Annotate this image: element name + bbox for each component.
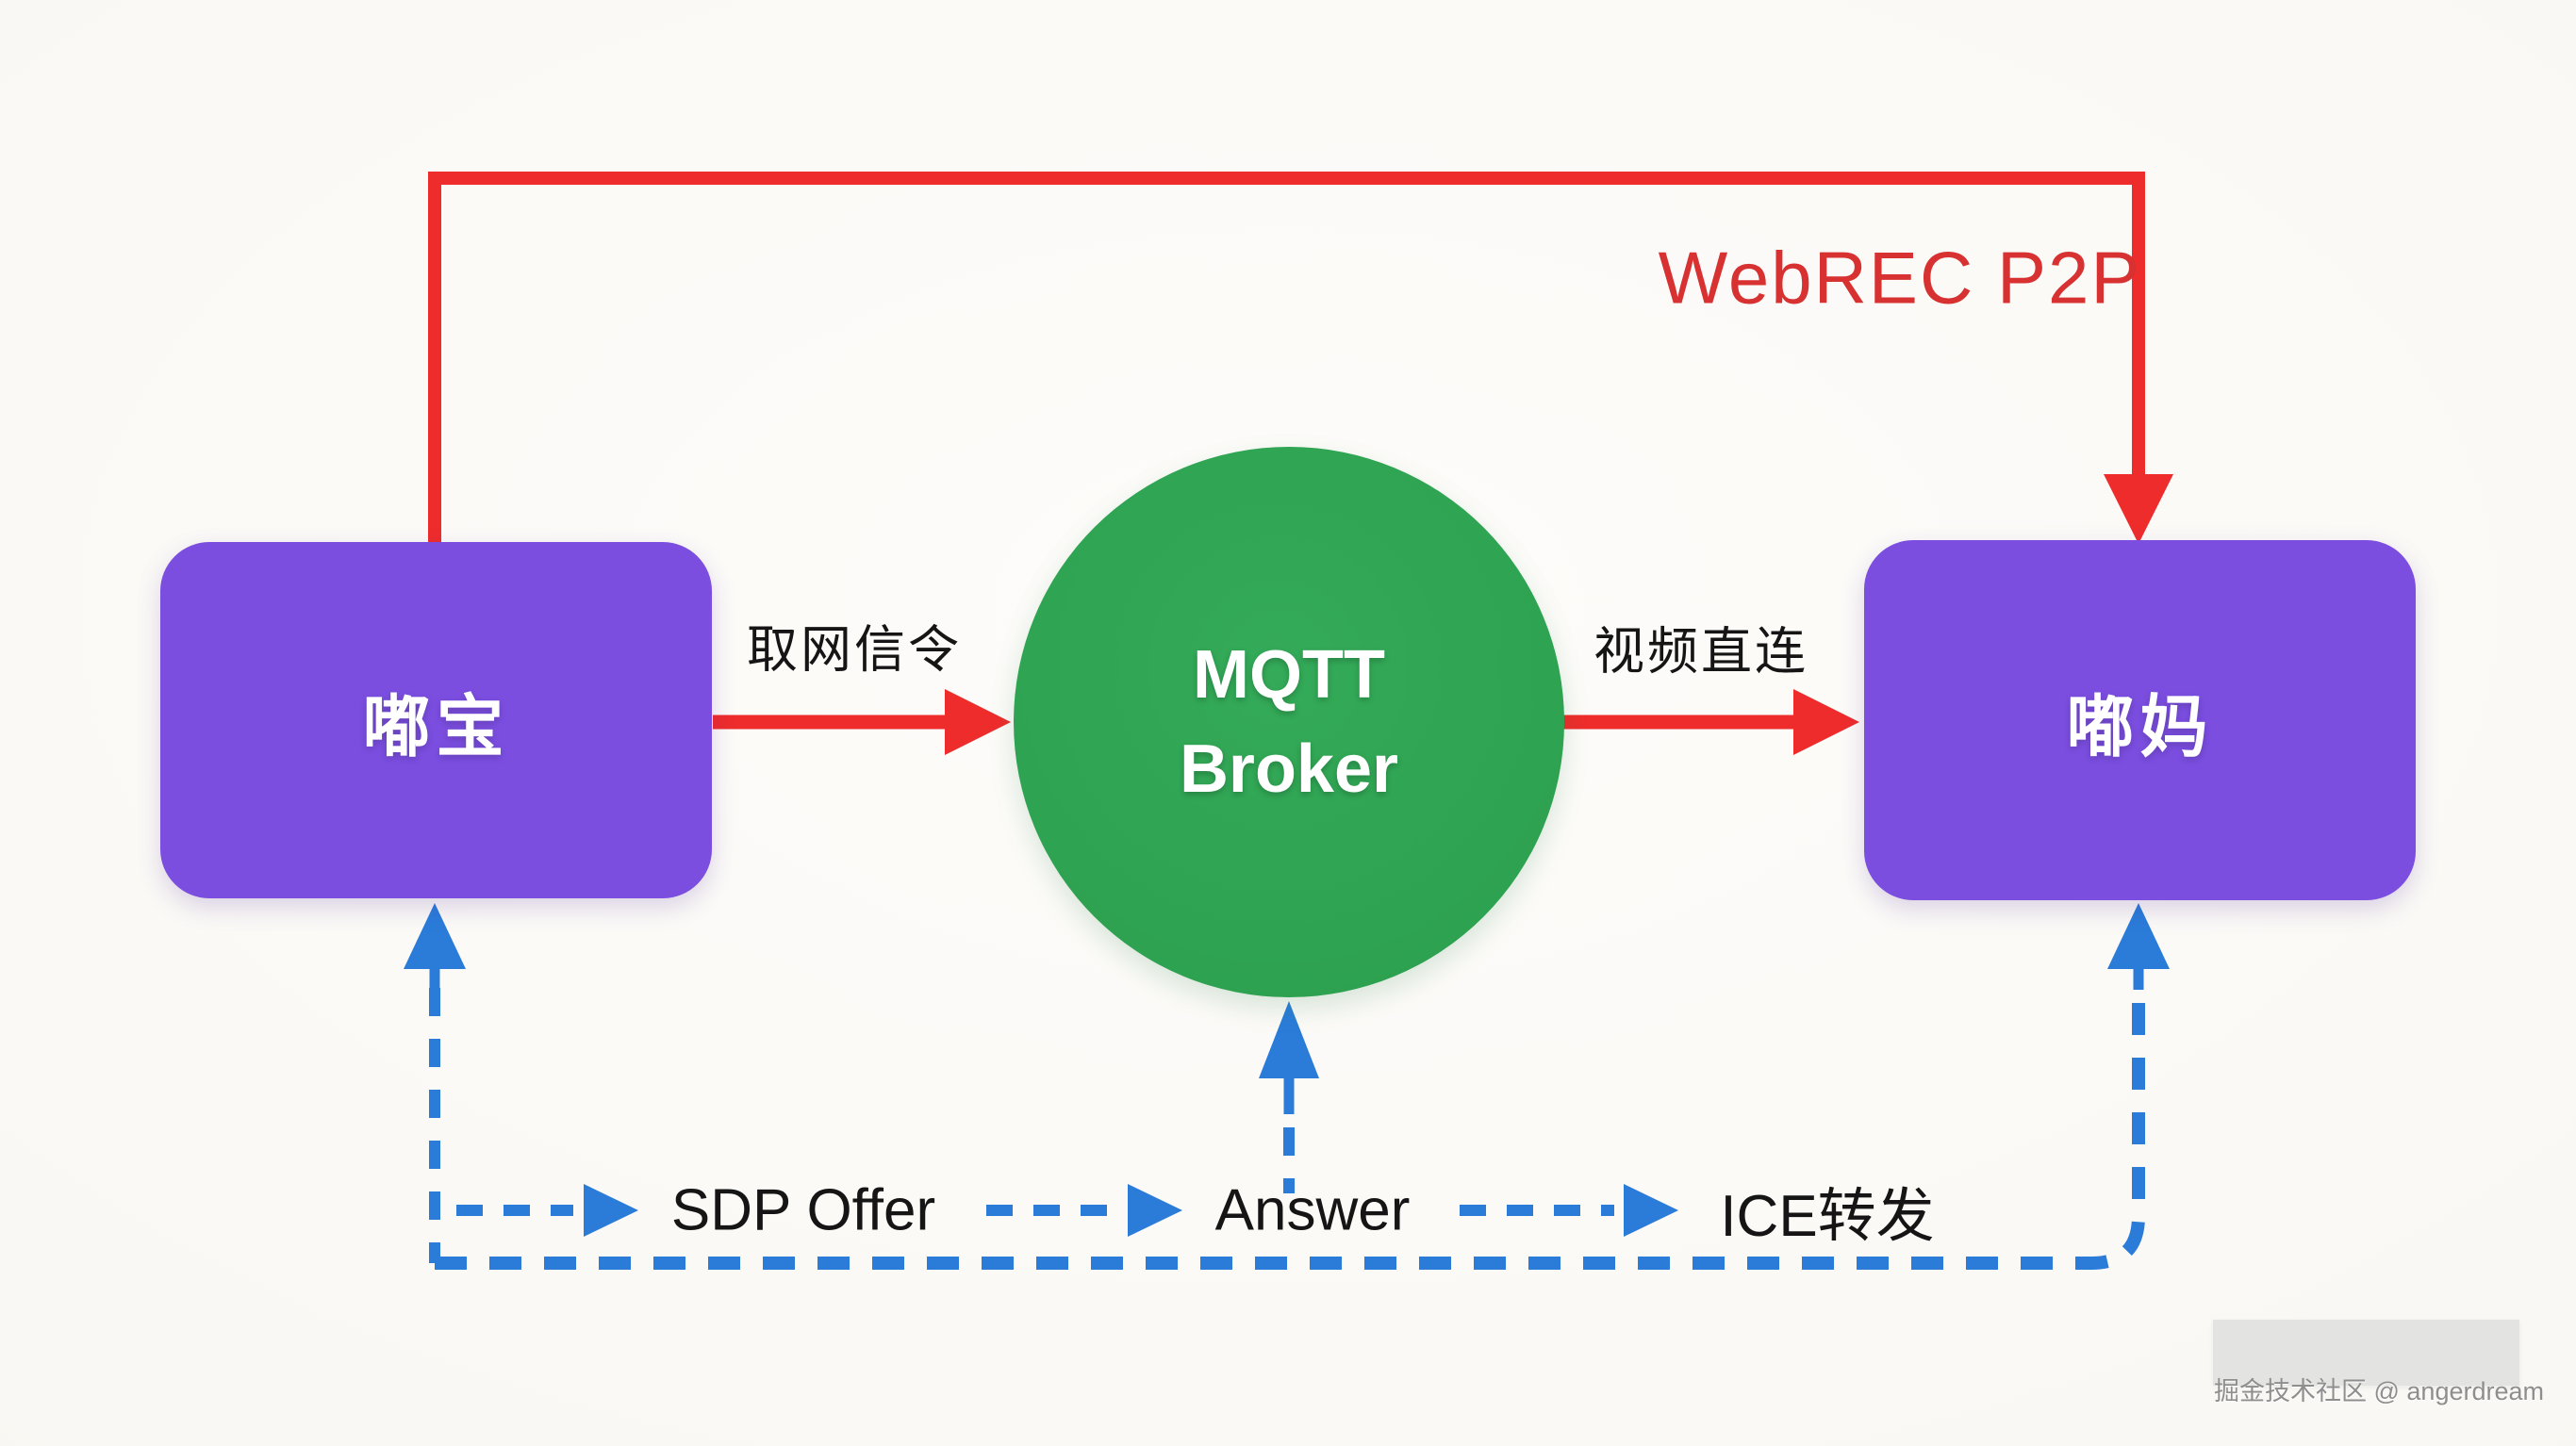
video-edge-label: 视频直连 [1593,623,1808,681]
answer-arrowhead-icon [1128,1184,1182,1237]
p2p-arrowhead-down-icon [2104,474,2173,544]
node-dubao: 嘟宝 [160,542,712,898]
node-dubao-label: 嘟宝 [362,689,510,765]
broker-arrowhead-up-icon [1259,1001,1319,1078]
answer-label: Answer [1214,1177,1411,1243]
p2p-edge-label: WebREC P2P [1658,236,2142,320]
node-duma-label: 嘟妈 [2066,689,2214,765]
node-mqtt-broker: MQTT Broker [1014,447,1564,997]
broker-label-line1: MQTT [1193,637,1385,713]
sdp-offer-arrowhead-icon [584,1184,638,1237]
sdp-offer-label: SDP Offer [670,1177,936,1243]
video-arrowhead-right-icon [1793,689,1859,755]
signaling-arrowhead-right-icon [945,689,1011,755]
watermark-text: 掘金技术社区 @ angerdream [2214,1377,2544,1405]
sdp-loop-arrowhead-up-left-icon [404,903,466,969]
signaling-edge-label: 取网信令 [747,621,962,679]
ice-label: ICE转发 [1720,1184,1935,1249]
broker-label-line2: Broker [1179,731,1399,807]
node-duma: 嘟妈 [1864,540,2416,900]
watermark-background [2213,1320,2519,1386]
ice-return-path [435,992,2145,1270]
ice-return-arrowhead-up-icon [2107,903,2170,969]
p2p-connector-path [428,172,2145,544]
ice-arrowhead-icon [1624,1184,1678,1237]
p2p-connector [428,172,2145,544]
